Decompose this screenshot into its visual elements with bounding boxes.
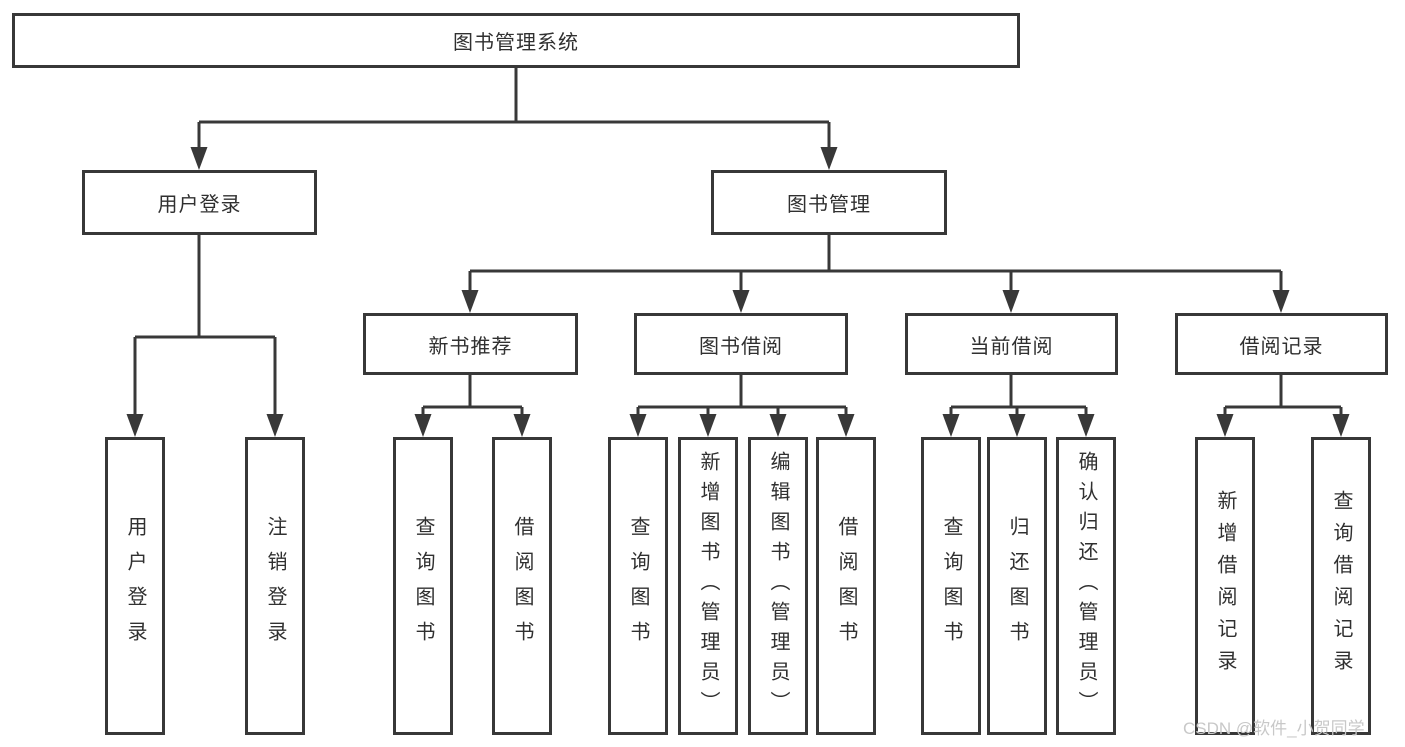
node-book-borrow-label: 图书借阅 [699,335,783,358]
leaf-query-books-current: 查询图书 [921,437,981,735]
leaf-return-books: 归还图书 [987,437,1047,735]
connector-root-to-level2 [197,68,831,148]
leaf-label: 查询图书 [940,516,962,656]
arrowhead-icon [732,290,750,313]
arrowhead-icon [1272,290,1290,313]
connector-records-to-leaves [1223,375,1343,415]
arrowhead-icon [126,414,144,437]
connector-recommend-to-leaves [421,375,524,415]
arrowhead-icon [1008,414,1026,437]
arrowhead-icon [699,414,717,437]
csdn-watermark: CSDN @软件_小贺同学 [1183,719,1365,738]
arrowhead-icon [266,414,284,437]
arrowhead-icon [820,147,838,170]
connector-current-to-leaves [949,375,1088,415]
node-current-borrow-label: 当前借阅 [969,335,1054,358]
node-new-book-recommend: 新书推荐 [363,313,578,375]
node-book-management: 图书管理 [711,170,947,235]
leaf-borrow-books: 借阅图书 [816,437,876,735]
leaf-query-borrow-record: 查询借阅记录 [1311,437,1371,735]
node-new-book-recommend-label: 新书推荐 [428,335,513,358]
arrowhead-icon [414,414,432,437]
arrowhead-icon [190,147,208,170]
node-root: 图书管理系统 [12,13,1020,68]
leaf-edit-books-admin: 编辑图书（管理员） [748,437,808,735]
node-current-borrow: 当前借阅 [905,313,1118,375]
leaf-user-login: 用户登录 [105,437,165,735]
leaf-label: 归还图书 [1006,516,1028,656]
leaf-label: 查询图书 [627,516,649,656]
connector-userlogin-to-leaves [133,235,277,415]
leaf-label: 查询借阅记录 [1330,490,1352,682]
leaf-label: 新增图书（管理员） [697,451,719,721]
leaf-query-books-recommend: 查询图书 [393,437,453,735]
arrowhead-icon [461,290,479,313]
leaf-query-books-borrow: 查询图书 [608,437,668,735]
connector-borrow-to-leaves [636,375,848,415]
node-user-login: 用户登录 [82,170,317,235]
node-book-borrow: 图书借阅 [634,313,848,375]
connector-bookmgmt-to-level3 [468,235,1283,291]
leaf-label: 注销登录 [264,516,286,656]
node-borrow-records-label: 借阅记录 [1239,335,1324,358]
leaf-label: 借阅图书 [511,516,533,656]
node-book-management-label: 图书管理 [787,194,871,216]
arrowhead-icon [942,414,960,437]
leaf-label: 编辑图书（管理员） [767,451,789,721]
leaf-label: 新增借阅记录 [1214,490,1236,682]
leaf-label: 用户登录 [124,516,146,656]
arrowhead-icon [1332,414,1350,437]
leaf-add-borrow-record: 新增借阅记录 [1195,437,1255,735]
node-user-login-label: 用户登录 [157,194,242,216]
leaf-add-books-admin: 新增图书（管理员） [678,437,738,735]
node-borrow-records: 借阅记录 [1175,313,1388,375]
arrowhead-icon [837,414,855,437]
leaf-label: 确认归还（管理员） [1075,451,1097,721]
arrowhead-icon [513,414,531,437]
leaf-borrow-books-recommend: 借阅图书 [492,437,552,735]
arrowhead-icon [1077,414,1095,437]
leaf-confirm-return-admin: 确认归还（管理员） [1056,437,1116,735]
leaf-label: 借阅图书 [835,516,857,656]
node-root-label: 图书管理系统 [453,32,579,54]
arrowheads [126,147,1350,437]
arrowhead-icon [1002,290,1020,313]
arrowhead-icon [629,414,647,437]
arrowhead-icon [1216,414,1234,437]
arrowhead-icon [769,414,787,437]
leaf-logout: 注销登录 [245,437,305,735]
leaf-label: 查询图书 [412,516,434,656]
